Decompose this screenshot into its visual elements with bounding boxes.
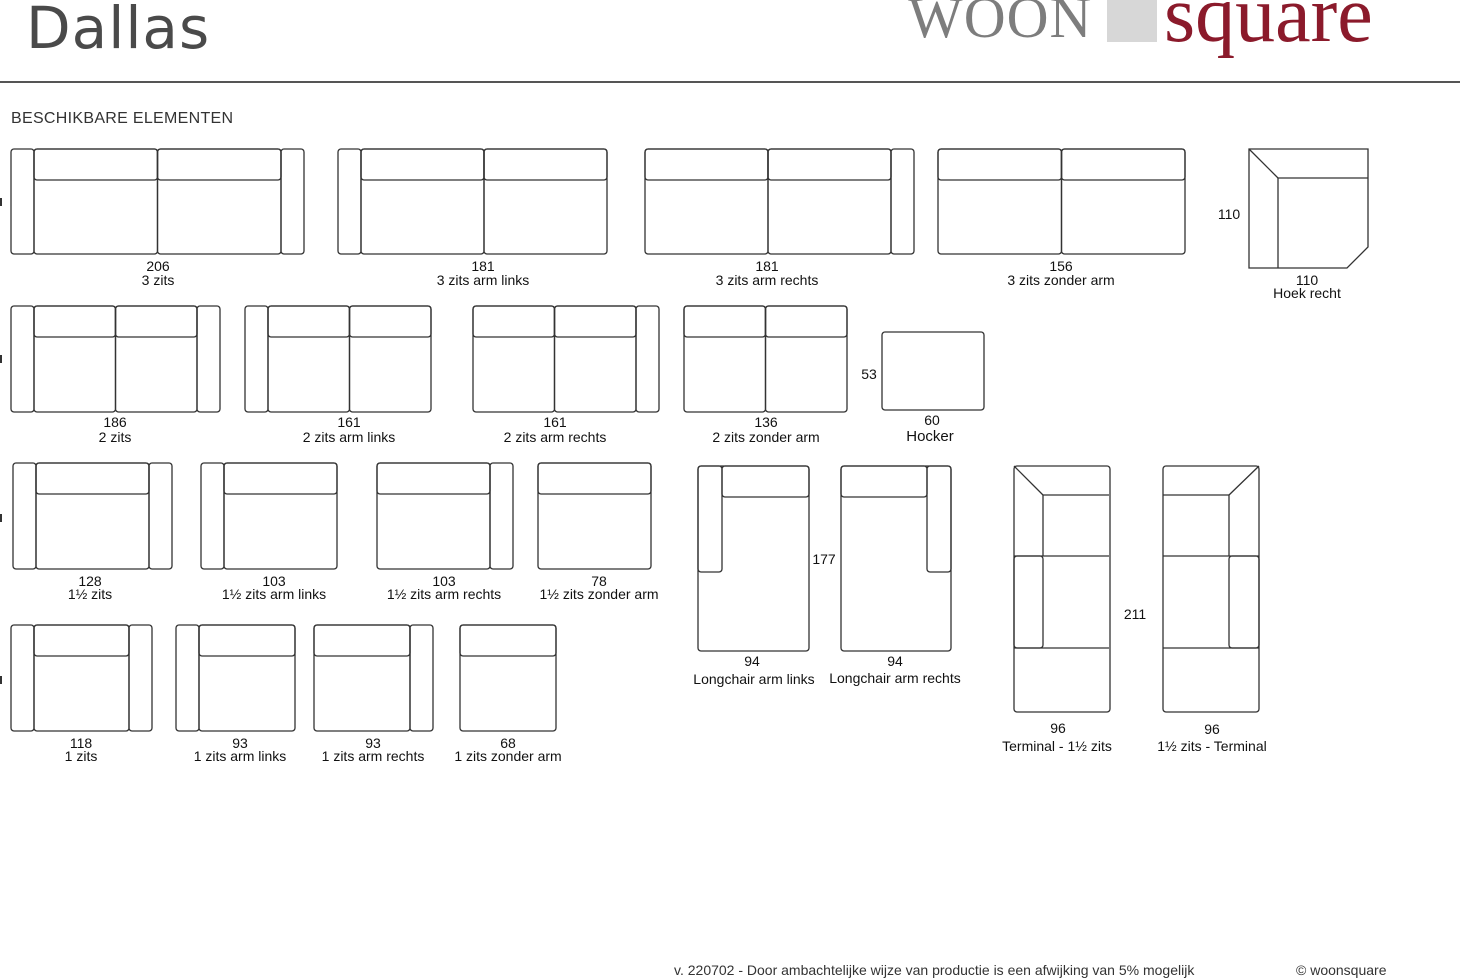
side-dimension-label: 53: [861, 366, 877, 382]
element-1-zits-arm-rechts: 931 zits arm rechts: [313, 624, 434, 764]
element-name: 3 zits arm rechts: [716, 272, 819, 288]
footer-note: v. 220702 - Door ambachtelijke wijze van…: [674, 962, 1195, 978]
element-name: 1 zits arm links: [194, 748, 287, 764]
logo-box: [1107, 0, 1157, 42]
page-title: Dallas: [26, 0, 211, 62]
dimension-label: 96: [1204, 721, 1220, 737]
side-dimension-label: 177: [812, 551, 836, 567]
footer-copyright: © woonsquare: [1296, 962, 1387, 978]
edge-mark: [0, 676, 2, 684]
dimension-label: 161: [543, 414, 567, 430]
logo-text-square: square: [1164, 0, 1373, 59]
element-name: 2 zits arm links: [303, 429, 396, 445]
element-name: Longchair arm rechts: [829, 670, 961, 686]
dimension-label: 93: [232, 735, 248, 751]
element-1-zits-arm-links: 931 zits arm links: [175, 624, 296, 764]
header-divider: [0, 81, 1460, 83]
dimension-label: 128: [78, 573, 102, 589]
dimension-label: 156: [1049, 258, 1073, 274]
dimension-label: 110: [1296, 272, 1319, 288]
element-name: 2 zits zonder arm: [712, 429, 819, 445]
element-name: 1½ zits: [68, 586, 112, 602]
element-name: 1 zits zonder arm: [454, 748, 561, 764]
dimension-label: 186: [103, 414, 127, 430]
element-name: 2 zits arm rechts: [504, 429, 607, 445]
dimension-label: 96: [1050, 720, 1066, 736]
section-title: BESCHIKBARE ELEMENTEN: [11, 110, 234, 127]
logo-text-woon: WOON: [908, 0, 1093, 50]
dimension-label: 161: [337, 414, 361, 430]
element-name: 1½ zits arm rechts: [387, 586, 501, 602]
dimension-label: 118: [70, 735, 93, 751]
element-1-zits-zonder-arm: 681 zits zonder arm: [454, 624, 562, 764]
element-name: 1½ zits - Terminal: [1157, 738, 1266, 754]
element-name: 1½ zits zonder arm: [539, 586, 658, 602]
side-dimension-label: 211: [1124, 606, 1147, 622]
dimension-label: 181: [755, 258, 779, 274]
dimension-label: 94: [887, 653, 903, 669]
dimension-label: 78: [591, 573, 607, 589]
dimension-label: 103: [262, 573, 286, 589]
dimension-label: 136: [754, 414, 778, 430]
dimension-label: 206: [146, 258, 170, 274]
element-name: 1 zits: [65, 748, 98, 764]
element-name: 3 zits zonder arm: [1007, 272, 1114, 288]
dimension-label: 68: [500, 735, 516, 751]
dimension-label: 181: [471, 258, 495, 274]
edge-mark: [0, 514, 2, 522]
brand-logo: WOON square: [900, 0, 1460, 72]
edge-mark: [0, 198, 2, 206]
dimension-label: 103: [432, 573, 456, 589]
side-dimension-label: 110: [1218, 206, 1241, 222]
dimension-label: 94: [744, 653, 760, 669]
element-name: 1 zits arm rechts: [322, 748, 425, 764]
element-name: Hoek recht: [1273, 285, 1341, 301]
element-name: Hocker: [906, 428, 954, 445]
edge-mark: [0, 355, 2, 363]
element-name: 2 zits: [99, 429, 132, 445]
dimension-label: 60: [924, 412, 940, 428]
dimension-label: 93: [365, 735, 381, 751]
element-name: 3 zits arm links: [437, 272, 530, 288]
element-name: 3 zits: [142, 272, 175, 288]
element-name: Longchair arm links: [693, 671, 814, 687]
element-name: Terminal - 1½ zits: [1002, 738, 1112, 754]
element-name: 1½ zits arm links: [222, 586, 326, 602]
